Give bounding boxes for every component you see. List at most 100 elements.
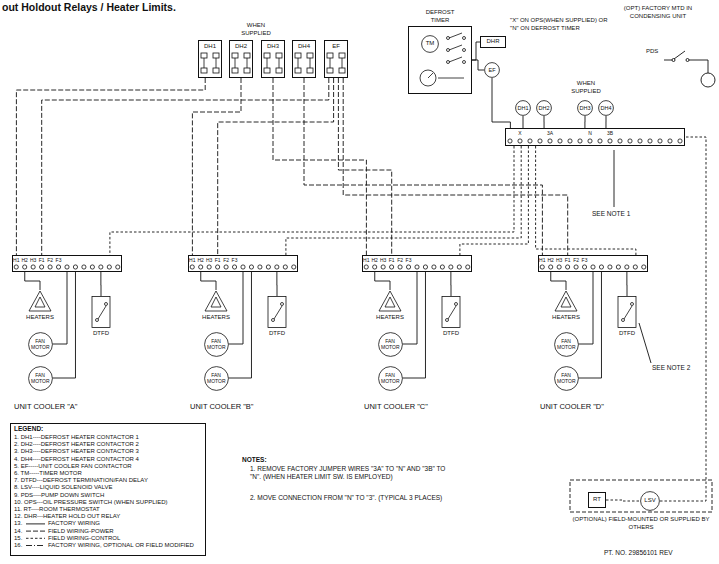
dtfd-switch-art bbox=[92, 297, 110, 328]
timer-blade bbox=[449, 45, 462, 50]
heater-contactor-coil: DH3 bbox=[577, 100, 593, 116]
wire bbox=[110, 146, 514, 255]
switch-blade bbox=[98, 306, 106, 319]
timer-motor: TM bbox=[421, 35, 439, 53]
timer-contact bbox=[463, 61, 466, 64]
circle-outline bbox=[537, 101, 552, 116]
contactor-box-label: DH3 bbox=[267, 43, 279, 51]
callout-note: (OPTIONAL) FIELD-MOUNTED OR SUPPLIED BY … bbox=[572, 516, 710, 531]
terminal-strip-label: H3 bbox=[380, 257, 386, 264]
terminal-strip-label: H2 bbox=[21, 257, 27, 264]
contact-link bbox=[279, 58, 280, 68]
fan-motor: FAN MOTOR bbox=[554, 366, 579, 391]
switch-contact bbox=[455, 303, 458, 306]
terminal-screw bbox=[82, 265, 86, 269]
fan-contactor-coil-label: EF bbox=[488, 67, 495, 74]
dtfd-switch-label: DTFD bbox=[93, 330, 109, 338]
terminal-strip-label: H1 bbox=[539, 257, 545, 264]
part-number: PT. NO. 29856101 REV bbox=[604, 549, 673, 557]
switch-blade bbox=[624, 306, 632, 319]
terminal-screw bbox=[190, 265, 194, 269]
contactor-box-art bbox=[201, 53, 219, 73]
heater-delta bbox=[29, 291, 51, 311]
wire bbox=[53, 272, 68, 344]
terminal-screw bbox=[466, 265, 470, 269]
fan-motor-label: FAN MOTOR bbox=[381, 338, 399, 351]
contact-terminal bbox=[244, 68, 250, 73]
terminal-strip-label: H3 bbox=[206, 257, 212, 264]
circle-outline bbox=[578, 101, 593, 116]
terminal-strip-art bbox=[14, 265, 120, 269]
terminal-strip-label: F3 bbox=[406, 257, 412, 264]
terminal-screw bbox=[508, 139, 512, 143]
defrost-timer-label: DEFROST TIMER bbox=[420, 9, 460, 24]
heater-symbol-label: HEATERS bbox=[552, 314, 580, 322]
dtfd-switch-art bbox=[618, 297, 636, 328]
circle-outline bbox=[422, 36, 439, 53]
terminal-screw bbox=[449, 265, 453, 269]
legend-entry: 9. PDS----PUMP DOWN SWITCH bbox=[14, 492, 104, 499]
terminal-strip-label: F1 bbox=[389, 257, 395, 264]
fan-motor-label: FAN MOTOR bbox=[207, 338, 225, 351]
legend-number: 14. bbox=[14, 528, 22, 536]
terminal-board-label: X bbox=[518, 130, 521, 137]
contact-link bbox=[267, 58, 268, 68]
dtfd-switch-label: DTFD bbox=[619, 330, 635, 338]
terminal-screw bbox=[423, 265, 427, 269]
contact-terminal bbox=[244, 53, 250, 58]
heater-contactor-coil-art bbox=[599, 101, 614, 116]
wire bbox=[218, 78, 334, 255]
legend-entry: 11. RT----ROOM THERMOSTAT bbox=[14, 506, 100, 513]
switch-contact bbox=[281, 303, 284, 306]
fan-motor: FAN MOTOR bbox=[204, 332, 229, 357]
contactor-box: DH3 bbox=[261, 40, 285, 78]
contact-terminal bbox=[213, 68, 219, 73]
dtfd-switch-art bbox=[268, 297, 286, 328]
switch-housing bbox=[268, 297, 286, 328]
terminal-screw bbox=[31, 265, 35, 269]
note-label: WHEN SUPPLIED bbox=[236, 22, 276, 37]
contact-link bbox=[235, 58, 236, 68]
contactor-box-label: DH4 bbox=[298, 43, 310, 51]
heater-contactor-coil: DH1 bbox=[515, 100, 531, 116]
terminal-screw bbox=[65, 265, 69, 269]
dtfd-switch: DTFD bbox=[265, 296, 289, 340]
heater-contactor-coil: DH4 bbox=[598, 100, 614, 116]
contactor-box: DH2 bbox=[229, 40, 253, 78]
terminal-screw bbox=[73, 265, 77, 269]
terminal-screw bbox=[648, 139, 652, 143]
contactor-box-art bbox=[264, 53, 282, 73]
legend-entry: FIELD WIRING-CONTROL bbox=[48, 535, 120, 542]
wire bbox=[25, 272, 40, 290]
contactor-box-label: DH1 bbox=[204, 43, 216, 51]
note-text: 2. MOVE CONNECTION FROM "N" TO "3". (TYP… bbox=[250, 494, 455, 502]
heater-contactor-coil-label: DH1 bbox=[517, 105, 528, 112]
pds-wire bbox=[664, 60, 672, 61]
fan-motor: FAN MOTOR bbox=[554, 332, 579, 357]
terminal-board-label: 3A bbox=[547, 130, 553, 137]
fan-motor-label: FAN MOTOR bbox=[207, 372, 225, 385]
wire bbox=[605, 116, 606, 128]
pds-wire bbox=[708, 60, 709, 73]
terminal-screw bbox=[557, 265, 561, 269]
heater-contactor-coil-label: DH4 bbox=[600, 105, 611, 112]
legend-line-sample bbox=[26, 545, 45, 546]
contactor-box-label: DH2 bbox=[235, 43, 247, 51]
fan-motor: FAN MOTOR bbox=[378, 332, 403, 357]
contactor-box-art bbox=[232, 53, 250, 73]
wire bbox=[201, 272, 216, 290]
contact-terminal bbox=[213, 53, 219, 58]
terminal-strip: H1H2H3F1F2F3 bbox=[362, 255, 472, 272]
defrost-timer-art bbox=[408, 26, 472, 94]
contactor-box-art bbox=[295, 53, 313, 73]
terminal-board-art bbox=[508, 139, 682, 143]
wire bbox=[229, 272, 244, 344]
wire bbox=[584, 116, 585, 128]
legend-number: 15. bbox=[14, 535, 22, 543]
wire bbox=[403, 272, 426, 378]
leader-line bbox=[614, 150, 615, 207]
heater-symbol-label: HEATERS bbox=[26, 314, 54, 322]
switch-contact bbox=[631, 303, 634, 306]
terminal-screw bbox=[578, 139, 582, 143]
heater-element bbox=[35, 297, 45, 307]
